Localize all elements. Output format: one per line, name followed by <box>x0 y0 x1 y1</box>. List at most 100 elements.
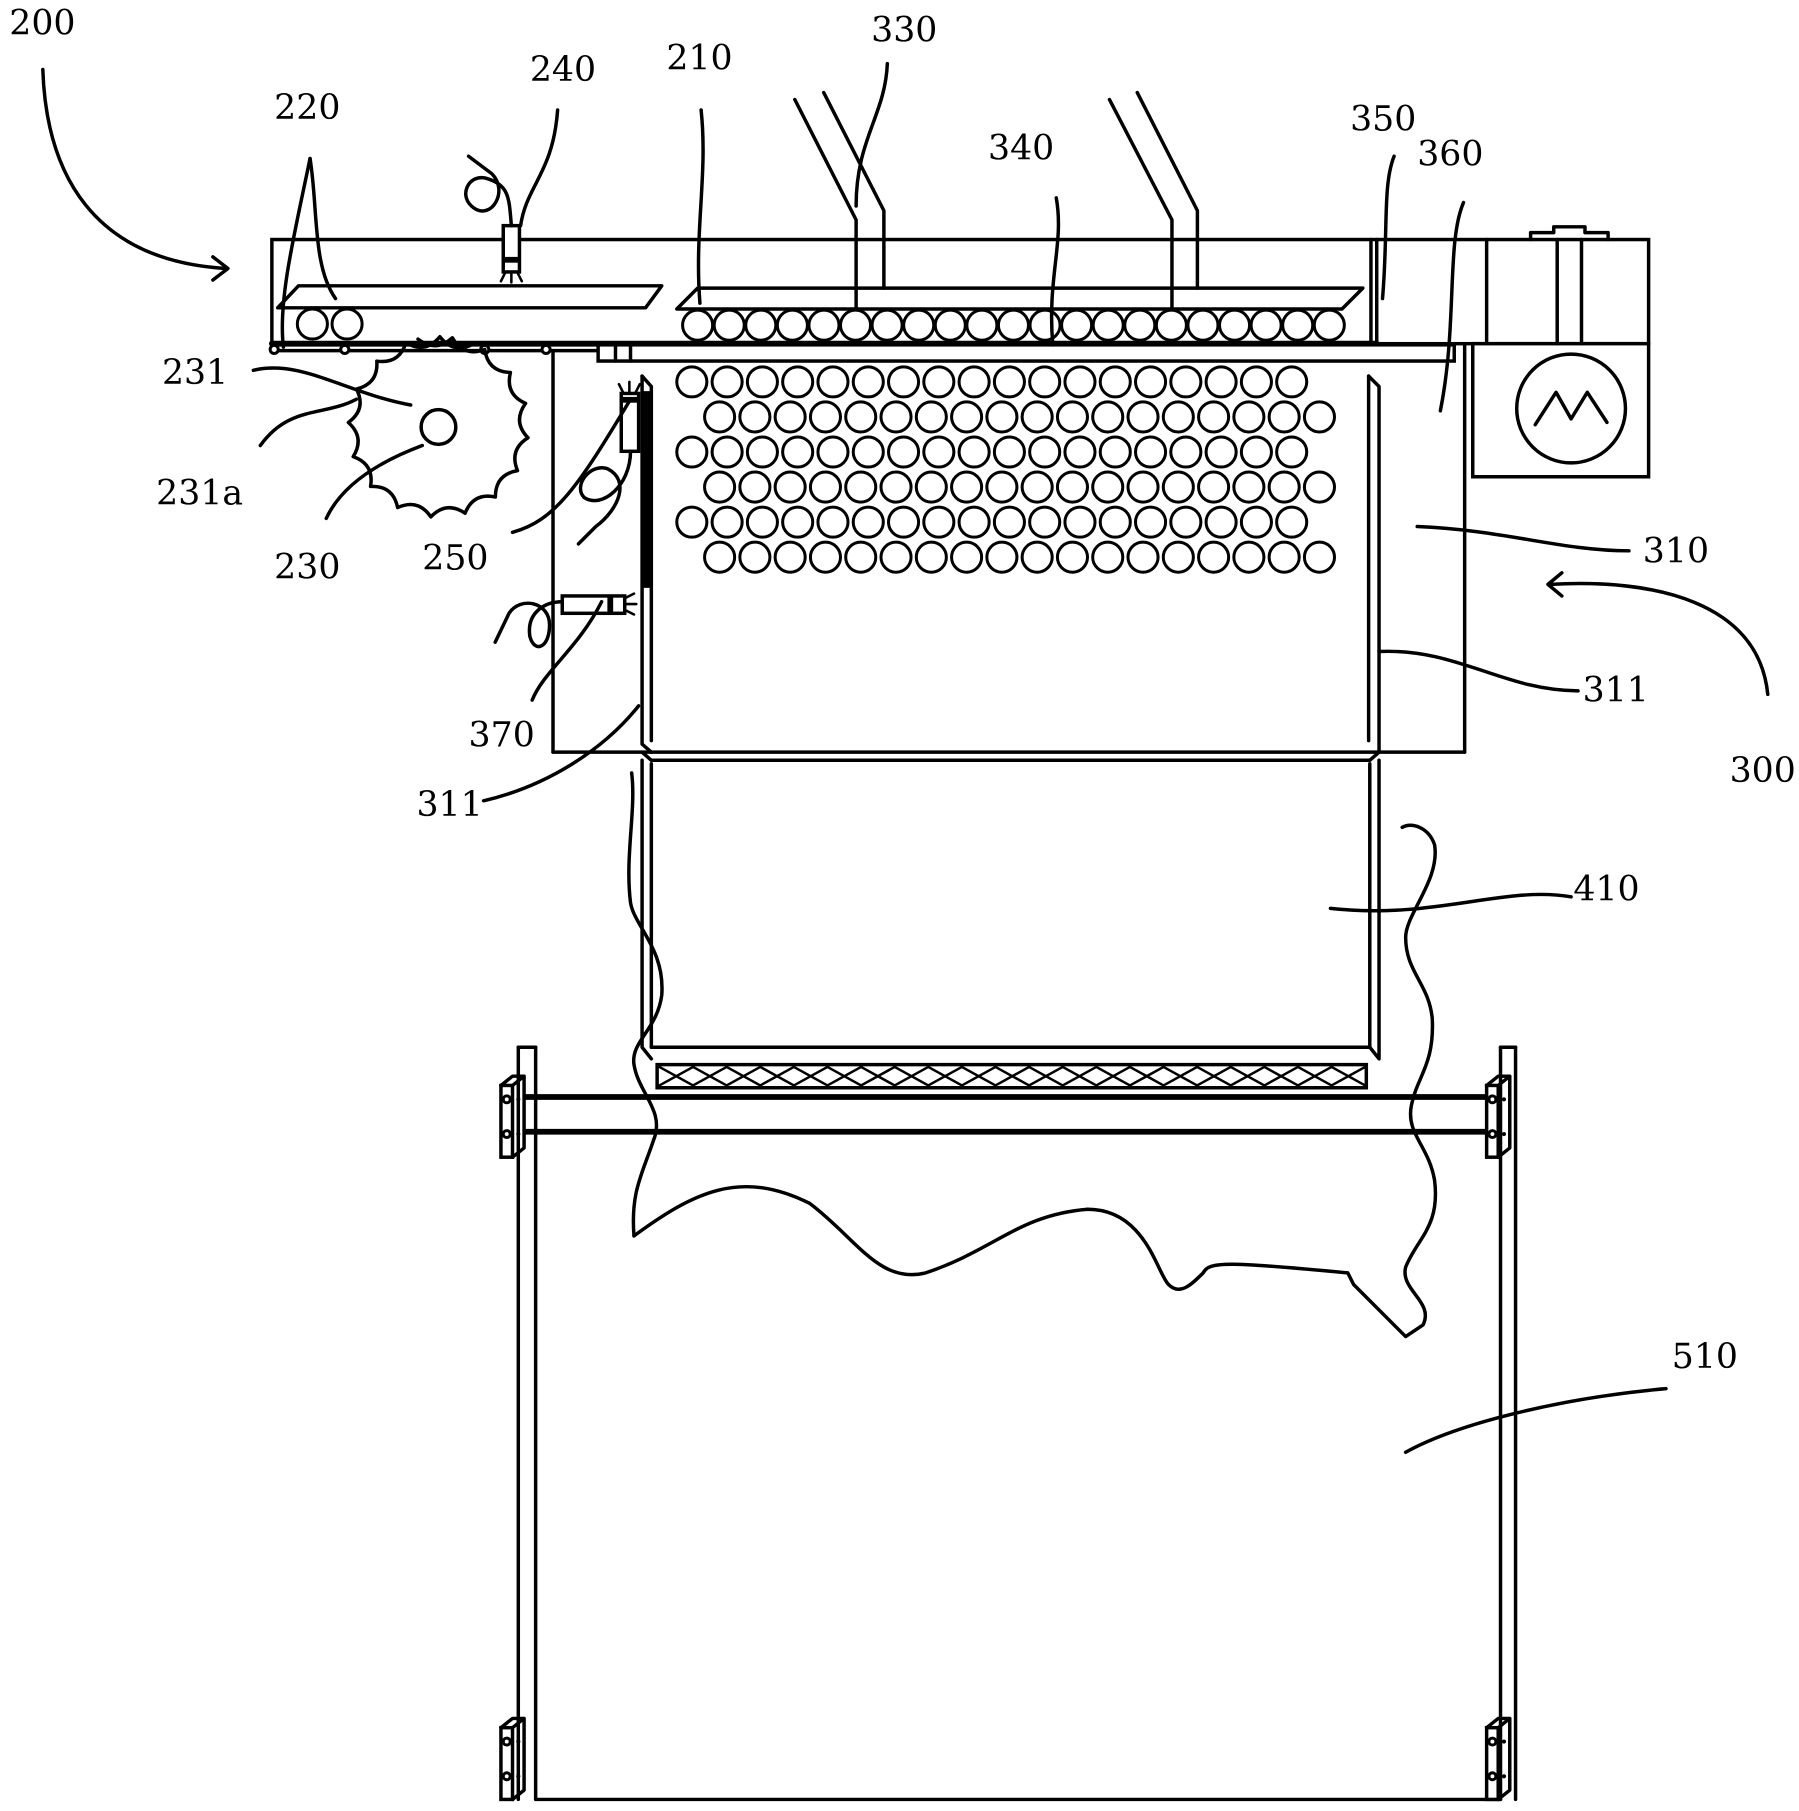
slide-plate-360 <box>596 343 1456 363</box>
leader-220-b <box>308 156 338 301</box>
label-200: 200 <box>9 4 75 44</box>
bracket-face <box>1484 1725 1500 1802</box>
label-350: 350 <box>1350 100 1416 140</box>
ball <box>1134 505 1168 539</box>
ball <box>1028 365 1062 399</box>
ball <box>710 365 744 399</box>
ball <box>1267 540 1301 574</box>
roller <box>1312 308 1346 342</box>
left-guide-inner <box>640 374 654 743</box>
ball <box>1126 540 1160 574</box>
ball <box>1204 365 1238 399</box>
ball <box>1239 365 1273 399</box>
mesh-x <box>1330 1065 1367 1087</box>
ball <box>1161 400 1195 434</box>
leader-340 <box>1049 196 1061 347</box>
ball <box>950 540 984 574</box>
sensor-body <box>560 594 627 616</box>
leader-231a <box>258 397 359 448</box>
label-220: 220 <box>274 88 340 128</box>
mesh-x <box>1229 1065 1266 1087</box>
roller <box>295 307 329 341</box>
ball <box>992 435 1026 469</box>
bolt-hole <box>1487 1736 1498 1747</box>
roller <box>775 308 809 342</box>
ball <box>1232 470 1266 504</box>
bolt-hole <box>1487 1771 1498 1782</box>
roller <box>902 308 936 342</box>
ball <box>745 435 779 469</box>
post-bracket <box>499 1074 526 1159</box>
leader-240 <box>518 108 560 228</box>
label-510: 510 <box>1672 1337 1738 1377</box>
ball <box>1302 470 1337 504</box>
ball <box>950 470 984 504</box>
ball <box>816 365 850 399</box>
bolt-hole <box>501 1129 512 1140</box>
bolt-hole <box>501 1771 512 1782</box>
mesh-x <box>859 1065 896 1087</box>
bag-outline <box>632 823 1438 1339</box>
chain-pin <box>268 343 280 356</box>
ball <box>1275 435 1309 469</box>
motor-m-icon <box>1533 390 1609 427</box>
ball <box>957 505 991 539</box>
ball <box>1063 435 1097 469</box>
ball <box>1098 435 1132 469</box>
bolt-dot <box>516 1131 521 1137</box>
ball <box>1091 540 1125 574</box>
ball <box>851 435 885 469</box>
leader-311-right <box>1377 649 1580 693</box>
roller <box>807 308 841 342</box>
guide-plates-311 <box>640 374 1381 754</box>
ball <box>773 540 807 574</box>
post-bracket <box>499 1716 526 1802</box>
roller <box>1028 308 1062 342</box>
ball <box>745 365 779 399</box>
ball <box>675 505 709 539</box>
left-guide-dark <box>642 391 651 588</box>
label-240: 240 <box>530 50 596 90</box>
ball <box>844 470 878 504</box>
mesh-x <box>826 1065 863 1087</box>
roller <box>1091 308 1125 342</box>
ball <box>703 400 737 434</box>
ball <box>1232 540 1266 574</box>
mesh-x <box>1162 1065 1199 1087</box>
roller <box>1217 308 1252 342</box>
ball <box>1055 540 1090 574</box>
label-230: 230 <box>274 548 340 588</box>
sensor-cable <box>576 449 633 546</box>
mesh-x <box>1095 1065 1132 1087</box>
bracket-side <box>499 1716 526 1802</box>
roller <box>996 308 1030 342</box>
ball <box>914 400 948 434</box>
arrow-300-head <box>1546 571 1564 598</box>
label-250: 250 <box>422 538 488 578</box>
ball <box>773 400 807 434</box>
roller <box>681 308 715 342</box>
ball <box>1204 505 1238 539</box>
ball <box>710 435 744 469</box>
arrow-200-head <box>211 255 230 282</box>
ball <box>1063 505 1097 539</box>
roller <box>1123 308 1157 342</box>
roller <box>838 308 873 342</box>
sensor-band <box>607 595 614 614</box>
ball <box>808 470 843 504</box>
chute-left-outer <box>640 758 654 1061</box>
mesh-x <box>994 1065 1031 1087</box>
ball <box>1028 435 1062 469</box>
upper-roller-track-340 <box>675 286 1365 342</box>
ball <box>1161 540 1195 574</box>
ball <box>738 470 772 504</box>
post-bracket <box>1484 1074 1512 1159</box>
gear-230 <box>346 335 530 519</box>
roller <box>712 308 746 342</box>
leader-360 <box>1438 200 1466 413</box>
ball <box>1028 505 1062 539</box>
leader-350 <box>1380 154 1396 301</box>
roller <box>1281 308 1315 342</box>
bolt-dot <box>1501 1131 1507 1137</box>
